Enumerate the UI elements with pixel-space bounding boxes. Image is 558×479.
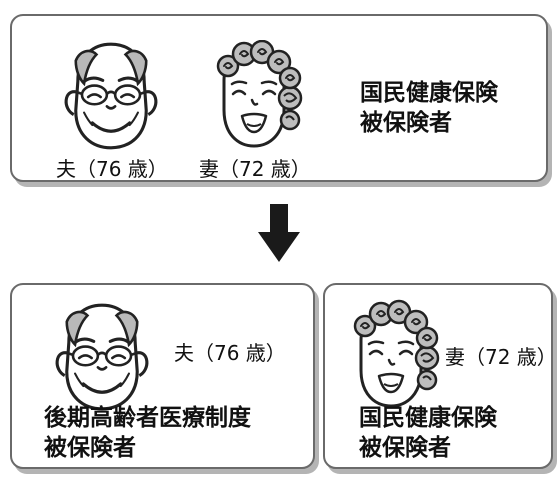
elderly-woman-with-curly-hair-icon [341, 299, 441, 411]
insurance-status: 国民健康保険 被保険者 [359, 403, 497, 464]
elderly-woman-with-curly-hair-icon [204, 40, 304, 150]
after-husband-panel: 夫（76 歳） 後期高齢者医療制度 被保険者 [10, 283, 315, 469]
status-line-1: 国民健康保険 [359, 405, 497, 431]
status-line-2: 被保険者 [360, 110, 452, 137]
insurance-status: 国民健康保険 被保険者 [360, 78, 498, 139]
wife-caption: 妻（72 歳） [445, 345, 557, 369]
wife-caption: 妻（72 歳） [199, 157, 311, 181]
status-line-2: 被保険者 [359, 435, 451, 462]
husband-caption: 夫（76 歳） [56, 157, 168, 181]
insurance-status: 後期高齢者医療制度 被保険者 [44, 403, 251, 464]
status-line-1: 国民健康保険 [360, 80, 498, 106]
down-arrow-icon [258, 204, 300, 262]
after-wife-panel: 妻（72 歳） 国民健康保険 被保険者 [323, 283, 557, 469]
elderly-man-with-glasses-icon [50, 301, 154, 415]
status-line-2: 被保険者 [44, 435, 136, 462]
status-line-1: 後期高齢者医療制度 [44, 405, 251, 431]
husband-caption: 夫（76 歳） [174, 341, 286, 365]
elderly-man-with-glasses-icon [59, 40, 163, 154]
before-panel: 夫（76 歳） 妻（72 歳） 国民健康保険 被保険者 [10, 14, 548, 182]
